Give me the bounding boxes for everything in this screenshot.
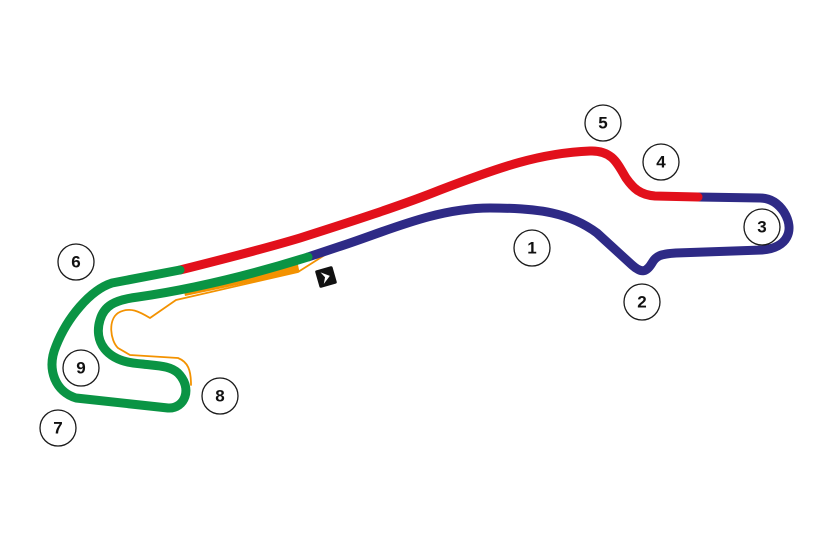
turn-circle [57, 243, 95, 281]
start-finish-chevron-icon [320, 272, 330, 284]
turn-2-marker: 2 [623, 283, 661, 321]
turn-circle [62, 349, 100, 387]
pit-lane-route [110, 252, 329, 386]
turn-6-label: 6 [71, 253, 80, 272]
turn-9-label: 9 [76, 359, 85, 378]
turn-2-label: 2 [637, 293, 646, 312]
turn-5-marker: 5 [584, 104, 622, 142]
turn-circle [743, 208, 781, 246]
turn-3-marker: 3 [743, 208, 781, 246]
turn-circle [39, 409, 77, 447]
turn-8-marker: 8 [201, 377, 239, 415]
sector-3-track [47, 252, 313, 413]
turn-6-marker: 6 [57, 243, 95, 281]
sector-1-track [303, 192, 794, 276]
turn-circle [623, 283, 661, 321]
turn-4-marker: 4 [642, 143, 680, 181]
turn-markers: 1 2 3 4 5 6 7 8 [39, 104, 781, 447]
turn-1-label: 1 [527, 239, 536, 258]
turn-8-label: 8 [215, 387, 224, 406]
turn-7-label: 7 [53, 419, 62, 438]
turn-7-marker: 7 [39, 409, 77, 447]
turn-circle [642, 143, 680, 181]
sector-2-track [175, 146, 703, 275]
turn-4-label: 4 [656, 153, 666, 172]
turn-circle [201, 377, 239, 415]
turn-5-label: 5 [598, 114, 607, 133]
turn-circle [584, 104, 622, 142]
turn-circle [513, 229, 551, 267]
turn-3-label: 3 [757, 218, 766, 237]
turn-1-marker: 1 [513, 229, 551, 267]
turn-9-marker: 9 [62, 349, 100, 387]
start-finish-marker [315, 266, 337, 288]
